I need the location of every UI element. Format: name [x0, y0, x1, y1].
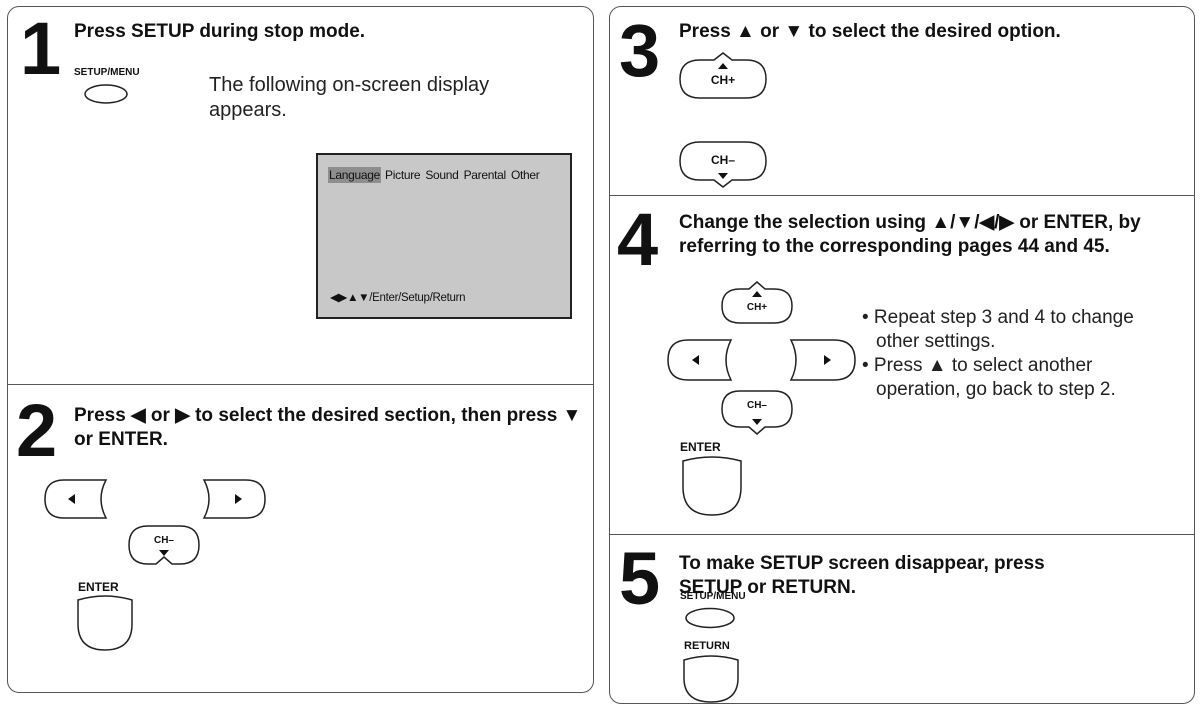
left-arrow-button[interactable] [44, 478, 114, 520]
step-3-heading: Press ▲ or ▼ to select the desired optio… [679, 21, 1061, 42]
setup-menu-button[interactable] [84, 84, 128, 104]
enter-button[interactable] [76, 595, 134, 652]
osd-menu-other: Other [510, 168, 540, 182]
step-3-number: 3 [619, 9, 661, 92]
left-arrow-icon [692, 355, 699, 365]
step-1-number: 1 [20, 7, 62, 90]
ch-plus-button[interactable]: CH+ [678, 52, 768, 102]
setup-menu-label: SETUP/MENU [680, 591, 746, 602]
right-panel [609, 6, 1195, 704]
step-1-description: The following on-screen display appears. [209, 74, 490, 121]
enter-label: ENTER [78, 580, 119, 594]
step-2-heading: Press ◀ or ▶ to select the desired secti… [74, 405, 582, 450]
step-5-heading: To make SETUP screen disappear, press SE… [679, 553, 1045, 598]
up-arrow-icon [718, 63, 728, 69]
osd-menu-sound: Sound [425, 168, 459, 182]
onscreen-display: Language Picture Sound Parental Other ◀▶… [316, 153, 572, 319]
step-1-heading: Press SETUP during stop mode. [74, 21, 366, 42]
right-arrow-icon [824, 355, 831, 365]
note-item: • Press ▲ to select another operation, g… [862, 355, 1116, 401]
left-panel [7, 6, 594, 693]
right-arrow-icon [235, 494, 242, 504]
up-arrow-icon [752, 291, 762, 297]
down-arrow-icon [752, 419, 762, 425]
osd-footer: ◀▶▲▼/Enter/Setup/Return [330, 292, 466, 304]
left-arrow-icon [68, 494, 75, 504]
step-5-number: 5 [619, 537, 661, 620]
ch-minus-label: CH– [710, 153, 735, 167]
right-divider-2 [610, 534, 1194, 535]
ch-plus-label: CH+ [746, 302, 768, 313]
enter-button[interactable] [681, 456, 743, 517]
setup-menu-button[interactable] [685, 607, 735, 629]
ch-plus-button[interactable]: CH+ [720, 281, 794, 327]
step-4-number: 4 [617, 198, 659, 281]
right-arrow-button[interactable] [196, 478, 266, 520]
return-label: RETURN [684, 640, 730, 652]
ch-minus-button[interactable]: CH– [678, 140, 768, 188]
right-arrow-button[interactable] [783, 338, 857, 382]
note-item: • Repeat step 3 and 4 to change other se… [862, 307, 1134, 353]
osd-menu-picture: Picture [385, 168, 421, 182]
setup-menu-label: SETUP/MENU [74, 67, 140, 78]
enter-label: ENTER [680, 440, 721, 454]
down-arrow-icon [159, 550, 169, 556]
left-divider [8, 384, 593, 385]
ch-plus-label: CH+ [710, 73, 736, 87]
right-divider-1 [610, 195, 1194, 196]
step-4-heading: Change the selection using ▲/▼/◀/▶ or EN… [679, 212, 1141, 257]
osd-menu-language: Language [328, 167, 381, 183]
ch-minus-label: CH– [153, 535, 174, 546]
down-arrow-icon [718, 173, 728, 179]
step-4-notes: • Repeat step 3 and 4 to change other se… [862, 306, 1162, 403]
return-button[interactable] [682, 655, 740, 704]
osd-menu-bar: Language Picture Sound Parental Other [328, 167, 540, 183]
left-arrow-button[interactable] [667, 338, 741, 382]
osd-menu-parental: Parental [463, 168, 507, 182]
ch-minus-label: CH– [746, 400, 767, 411]
ch-minus-button[interactable]: CH– [128, 524, 200, 568]
ch-minus-button[interactable]: CH– [720, 389, 794, 437]
step-2-number: 2 [16, 389, 58, 472]
